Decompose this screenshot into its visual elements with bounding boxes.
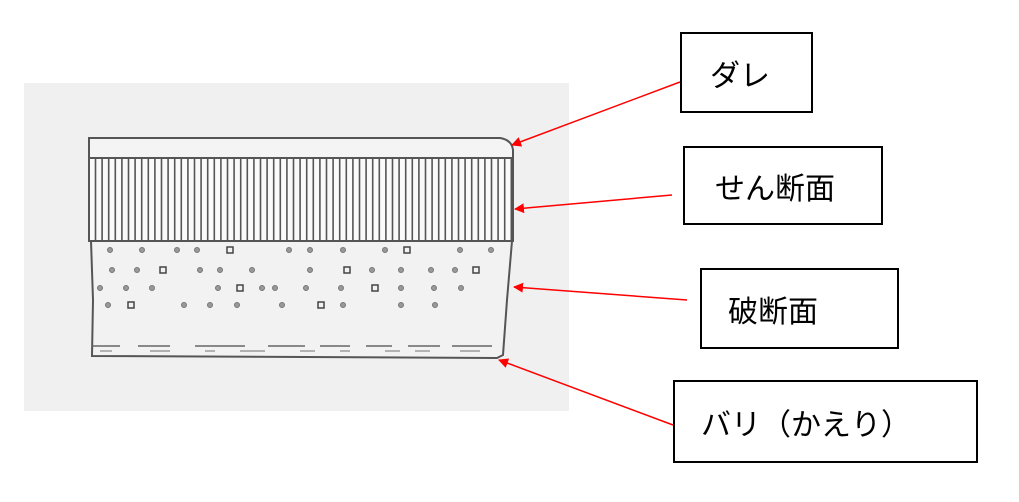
grain bbox=[488, 247, 494, 253]
specimen-cross-section bbox=[88, 137, 514, 360]
grain bbox=[431, 285, 437, 291]
fracture-texture bbox=[97, 246, 494, 309]
grain bbox=[457, 247, 463, 253]
grain bbox=[123, 285, 129, 291]
grain bbox=[174, 247, 180, 253]
grain bbox=[259, 285, 265, 291]
label-fracture-surface-text: 破断面 bbox=[728, 294, 818, 330]
fracture-region bbox=[89, 240, 514, 360]
grain bbox=[279, 302, 285, 308]
pore bbox=[127, 301, 135, 309]
arrow-dare bbox=[511, 81, 681, 147]
label-dare-text: ダレ bbox=[710, 58, 770, 94]
grain bbox=[382, 247, 388, 253]
grain bbox=[97, 285, 103, 291]
grain bbox=[194, 247, 200, 253]
grain bbox=[234, 302, 240, 308]
pore bbox=[472, 266, 480, 274]
grain bbox=[286, 247, 292, 253]
dare-region bbox=[88, 137, 514, 159]
pore bbox=[236, 284, 244, 292]
shear-striations bbox=[94, 158, 513, 241]
grain bbox=[428, 267, 434, 273]
grain bbox=[398, 302, 404, 308]
label-fracture-surface: 破断面 bbox=[700, 268, 899, 349]
grain bbox=[217, 267, 223, 273]
grain bbox=[340, 247, 346, 253]
grain bbox=[197, 267, 203, 273]
pore bbox=[159, 266, 167, 274]
grain bbox=[432, 302, 438, 308]
grain bbox=[109, 267, 115, 273]
grain bbox=[149, 285, 155, 291]
pore bbox=[317, 301, 325, 309]
grain bbox=[107, 247, 113, 253]
grain bbox=[452, 267, 458, 273]
grain bbox=[398, 285, 404, 291]
label-shear-surface-text: せん断面 bbox=[715, 171, 835, 207]
grain bbox=[134, 267, 140, 273]
grain bbox=[307, 267, 313, 273]
pore bbox=[403, 246, 411, 254]
arrow-shear-surface bbox=[514, 194, 673, 214]
label-dare: ダレ bbox=[680, 32, 813, 113]
grain bbox=[105, 302, 111, 308]
shear-region bbox=[88, 157, 514, 242]
grain bbox=[215, 285, 221, 291]
grain bbox=[207, 302, 213, 308]
grain bbox=[338, 285, 344, 291]
grain bbox=[458, 285, 464, 291]
grain bbox=[369, 267, 375, 273]
grain bbox=[181, 302, 187, 308]
grain bbox=[340, 302, 346, 308]
burr-region bbox=[92, 345, 492, 352]
arrow-fracture-surface bbox=[513, 282, 688, 301]
pore bbox=[371, 284, 379, 292]
grain bbox=[303, 285, 309, 291]
grain bbox=[249, 267, 255, 273]
label-burr: バリ（かえり） bbox=[673, 380, 978, 463]
pore bbox=[226, 246, 234, 254]
grain bbox=[272, 285, 278, 291]
grain bbox=[139, 247, 145, 253]
pore bbox=[343, 266, 351, 274]
arrow-burr bbox=[498, 358, 674, 426]
grain bbox=[307, 247, 313, 253]
label-burr-text: バリ（かえり） bbox=[701, 407, 911, 443]
grain bbox=[398, 267, 404, 273]
label-shear-surface: せん断面 bbox=[683, 146, 883, 225]
